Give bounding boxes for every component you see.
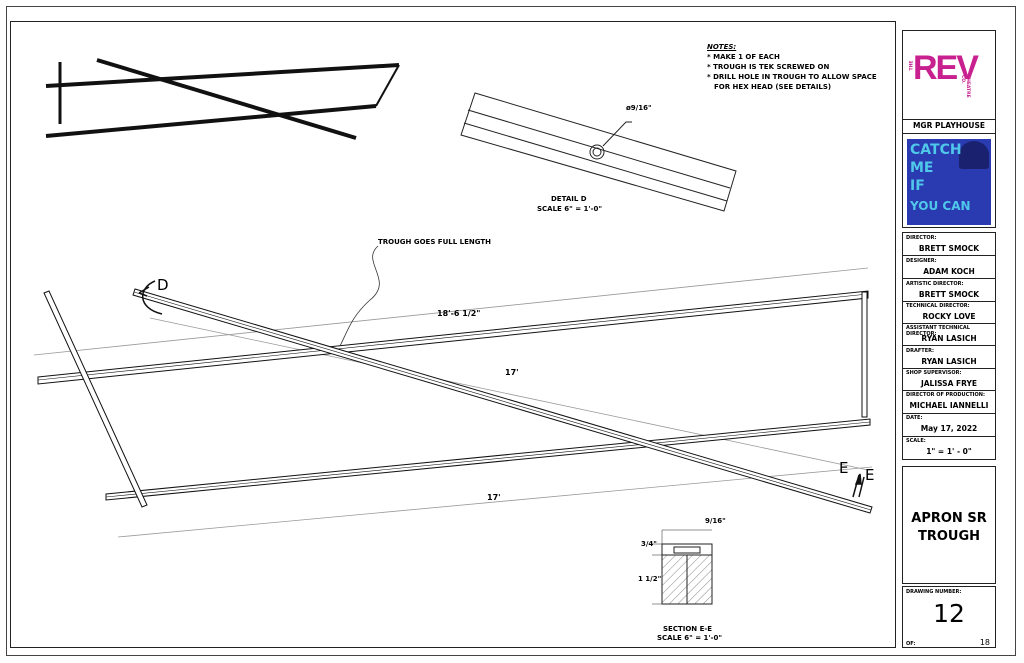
credit-role-8: DATE: <box>906 415 923 421</box>
marker-e-2: E <box>865 466 875 484</box>
notes-line-1: * MAKE 1 OF EACH <box>707 53 780 61</box>
notes-line-4: FOR HEX HEAD (SEE DETAILS) <box>714 83 832 91</box>
credit-role-3: TECHNICAL DIRECTOR: <box>906 303 970 309</box>
credit-role-5: DRAFTER: <box>906 348 934 354</box>
notes-line-3: * DRILL HOLE IN TROUGH TO ALLOW SPACE <box>707 73 877 81</box>
logo-area: THE REV THEATRE CO. <box>903 31 995 120</box>
drawing-number-block: DRAWING NUMBER: 12 OF: 18 <box>902 586 996 648</box>
marker-e-1: E <box>839 459 849 477</box>
detail-d-scale: SCALE 6" = 1'-0" <box>537 205 602 213</box>
credit-name-9: 1" = 1' - 0" <box>926 447 972 456</box>
poster-line-2: ME <box>910 160 934 176</box>
isometric-view <box>45 58 400 140</box>
drawing-title-line-1: APRON SR <box>911 511 987 526</box>
notes-heading: NOTES: <box>707 43 737 51</box>
venue-name: MGR PLAYHOUSE <box>912 121 986 130</box>
detail-d-hole-label: ø9/16" <box>626 104 652 112</box>
detail-d-arrow <box>138 286 150 297</box>
logo-sub: THEATRE CO. <box>960 75 970 98</box>
credit-role-9: SCALE: <box>906 438 926 444</box>
dimension-middle: 17' <box>505 368 519 377</box>
dimension-bottom: 17' <box>487 493 501 502</box>
credit-role-6: SHOP SUPERVISOR: <box>906 370 962 376</box>
credit-name-7: MICHAEL IANNELLI <box>909 401 989 410</box>
section-dim-top: 9/16" <box>705 517 726 525</box>
credit-role-1: DESIGNER: <box>906 258 937 264</box>
detail-d-drawing <box>460 92 737 212</box>
credit-role-7: DIRECTOR OF PRODUCTION: <box>906 392 985 398</box>
poster-line-3: IF <box>910 178 925 194</box>
section-dim-left-bottom: 1 1/2" <box>638 575 662 583</box>
poster-line-1: CATCH <box>910 142 962 158</box>
section-ee-title: SECTION E-E <box>663 625 713 633</box>
drawing-number-label: DRAWING NUMBER: <box>906 589 962 595</box>
outer-border <box>6 6 1016 656</box>
poster-figure <box>959 141 989 169</box>
credit-name-3: ROCKY LOVE <box>922 312 976 321</box>
credit-name-5: RYAN LASICH <box>921 357 977 366</box>
credit-role-0: DIRECTOR: <box>906 235 937 241</box>
section-e-markers <box>852 473 865 498</box>
section-dim-left-top: 3/4" <box>641 540 657 548</box>
section-ee-drawing <box>652 529 713 605</box>
of-label: OF: <box>906 641 916 647</box>
notes-line-2: * TROUGH IS TEK SCREWED ON <box>707 63 830 71</box>
show-poster: CATCH ME IF YOU CAN <box>907 139 991 225</box>
plan-view <box>37 288 873 514</box>
credit-name-4: RYAN LASICH <box>921 334 977 343</box>
credit-name-2: BRETT SMOCK <box>918 290 980 299</box>
credit-role-4: ASSISTANT TECHNICAL DIRECTOR: <box>906 325 970 337</box>
drawing-title-block: APRON SR TROUGH <box>902 466 996 584</box>
dimension-diagonal: 18'-6 1/2" <box>437 309 481 318</box>
title-block-header: THE REV THEATRE CO. MGR PLAYHOUSE CATCH … <box>902 30 996 228</box>
credit-name-0: BRETT SMOCK <box>918 244 980 253</box>
credits-block: DIRECTOR: BRETT SMOCK DESIGNER: ADAM KOC… <box>902 232 996 460</box>
detail-d-title: DETAIL D <box>551 195 587 203</box>
section-ee-scale: SCALE 6" = 1'-0" <box>657 634 722 642</box>
credit-role-2: ARTISTIC DIRECTOR: <box>906 281 964 287</box>
credit-name-1: ADAM KOCH <box>923 267 975 276</box>
dimension-lines <box>33 267 873 538</box>
of-total: 18 <box>979 638 990 647</box>
poster-line-4: YOU CAN <box>910 199 971 213</box>
drawing-number: 12 <box>933 599 965 628</box>
credit-name-8: May 17, 2022 <box>920 424 978 433</box>
logo-rev: REV <box>913 49 979 87</box>
callout-leader <box>339 245 380 347</box>
drawing-area-border <box>10 21 896 648</box>
drawing-title-line-2: TROUGH <box>917 529 981 544</box>
trough-callout: TROUGH GOES FULL LENGTH <box>378 238 491 246</box>
detail-d-marker-arc <box>141 280 163 315</box>
credit-name-6: JALISSA FRYE <box>920 379 978 388</box>
marker-d: D <box>157 276 169 294</box>
